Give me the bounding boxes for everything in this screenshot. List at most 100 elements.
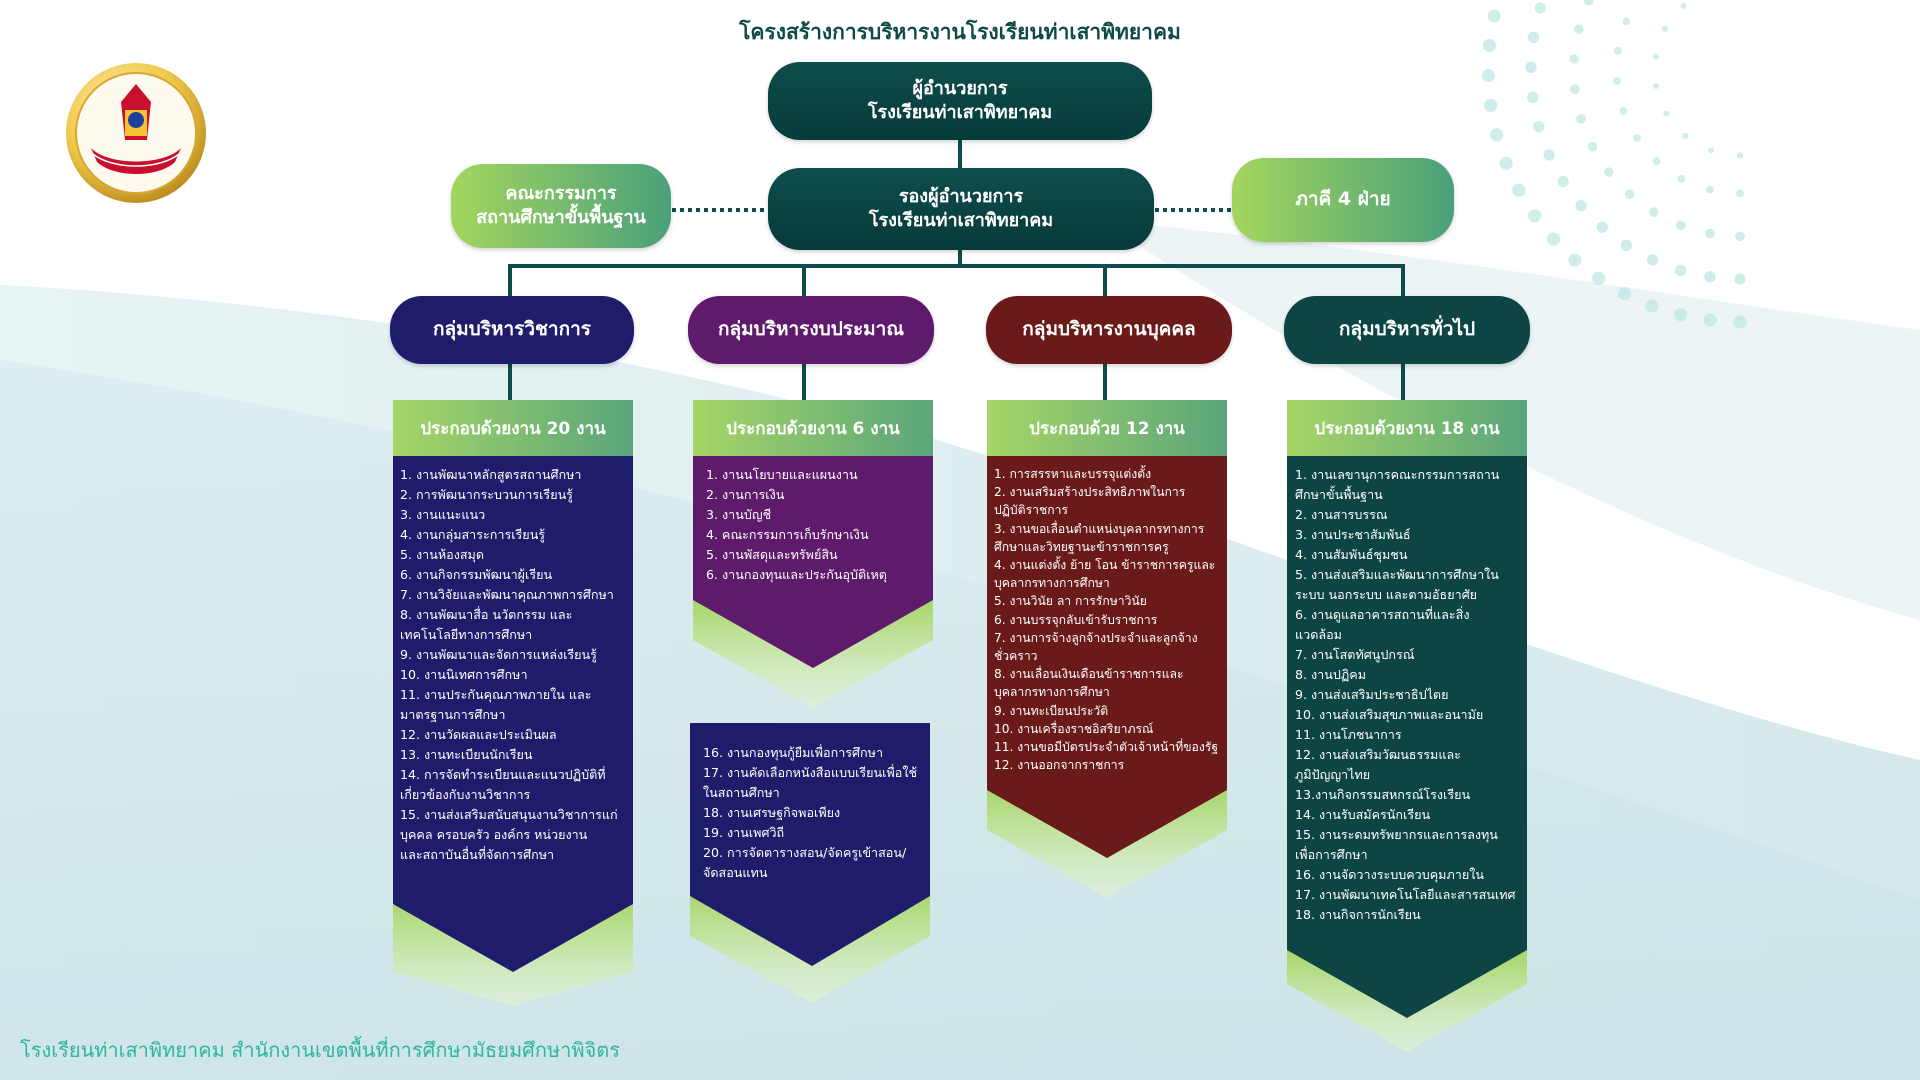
decorative-dot [1680, 2, 1687, 9]
school-emblem-icon [66, 63, 206, 203]
committee-box: คณะกรรมการ สถานศึกษาขั้นพื้นฐาน [451, 164, 671, 248]
task-item: 14. งานรับสมัครนักเรียน [1295, 807, 1431, 822]
task-item: 5. งานพัสดุและทรัพย์สิน [706, 547, 838, 562]
decorative-dot [1570, 84, 1580, 94]
task-item: 12. งานวัดผลและประเมินผล [400, 727, 557, 742]
task-item: 6. งานกิจกรรมพัฒนาผู้เรียน [400, 567, 553, 582]
decorative-dot [1557, 175, 1569, 188]
task-item: 5. งานห้องสมุด [400, 547, 485, 562]
task-item: 10. งานเครื่องราชอิสริยาภรณ์ [994, 721, 1154, 736]
decorative-dot [1652, 157, 1661, 166]
task-item: ชั่วคราว [994, 649, 1038, 664]
task-item: 3. งานบัญชี [706, 507, 772, 522]
decorative-dot [1596, 221, 1608, 233]
task-item: 1. งานพัฒนาหลักสูตรสถานศึกษา [400, 467, 582, 482]
task-item: บุคลากรทางการศึกษา [994, 576, 1110, 591]
decorative-dot [1484, 98, 1498, 112]
decorative-dot [1568, 253, 1582, 267]
task-item: 3. งานประชาสัมพันธ์ [1295, 527, 1411, 542]
decorative-dot [1646, 254, 1659, 266]
task-item: 12. งานออกจากราชการ [994, 758, 1125, 773]
task-item: ภูมิปัญญาไทย [1295, 767, 1371, 782]
director-box: ผู้อำนวยการ โรงเรียนท่าเสาพิทยาคม [768, 62, 1152, 140]
task-item: 7. งานโสตทัศนูปกรณ์ [1295, 647, 1415, 662]
budget-heading: ประกอบด้วยงาน 6 งาน [726, 418, 900, 439]
committee-title: คณะกรรมการ [505, 182, 617, 204]
group-budget-label: กลุ่มบริหารงบประมาณ [718, 318, 904, 341]
task-item: และสถาบันอื่นที่จัดการศึกษา [400, 847, 555, 862]
task-item: 8. งานปฏิคม [1295, 667, 1367, 682]
decorative-dot [1574, 24, 1584, 34]
task-item: 2. งานการเงิน [706, 487, 785, 502]
task-item: 20. การจัดตารางสอน/จัดครูเข้าสอน/ [703, 845, 907, 860]
group-general-pill: กลุ่มบริหารทั่วไป [1284, 296, 1530, 364]
task-item: 10. งานนิเทศการศึกษา [400, 667, 528, 682]
task-item: 9. งานพัฒนาและจัดการแหล่งเรียนรู้ [400, 647, 597, 662]
task-item: 9. งานทะเบียนประวัติ [994, 703, 1109, 718]
decorative-dot [1735, 231, 1745, 242]
decorative-dot [1633, 134, 1641, 142]
task-item: 9. งานส่งเสริมประชาธิปไตย [1295, 687, 1449, 702]
task-item: 4. คณะกรรมการเก็บรักษาเงิน [706, 527, 869, 542]
decorative-dot [1703, 313, 1717, 327]
decorative-dot [1512, 183, 1526, 197]
task-item: เพื่อการศึกษา [1295, 847, 1368, 862]
task-item: 15. งานส่งเสริมสนับสนุนงานวิชาการแก่ [400, 807, 618, 822]
task-item: 16. งานจัดวางระบบควบคุมภายใน [1295, 867, 1484, 882]
deputy-director-box: รองผู้อำนวยการ โรงเรียนท่าเสาพิทยาคม [768, 168, 1154, 250]
decorative-dot [1543, 149, 1555, 161]
decorative-dot [1499, 156, 1513, 170]
task-item: 11. งานโภชนาการ [1295, 727, 1402, 742]
decorative-dot [1528, 209, 1542, 223]
decorative-dot [1487, 9, 1501, 23]
task-item: 2. งานเสริมสร้างประสิทธิภาพในการ [994, 485, 1186, 500]
general-task-list: 1. งานเลขานุการคณะกรรมการสถานศึกษาขั้นพื… [1295, 465, 1527, 925]
task-item: 4. งานสัมพันธ์ชุมชน [1295, 547, 1408, 562]
task-item: 14. การจัดทำระเบียนและแนวปฏิบัติที่ [400, 767, 606, 782]
partners-label: ภาคี 4 ฝ่าย [1295, 188, 1391, 211]
decorative-dot [1482, 38, 1496, 53]
task-item: 15. งานระดมทรัพยากรและการลงทุน [1295, 827, 1498, 842]
task-item: 3. งานขอเลื่อนตำแหน่งบุคลากรทางการ [994, 521, 1205, 536]
task-item: 19. งานเพศวิถี [703, 825, 785, 840]
task-item: เกี่ยวข้องกับงานวิชาการ [400, 787, 531, 802]
decorative-dot [1624, 189, 1635, 199]
academic-heading: ประกอบด้วยงาน 20 งาน [420, 418, 606, 439]
decorative-dot [1622, 17, 1631, 26]
task-item: 8. งานพัฒนาสื่อ นวัตกรรม และ [400, 607, 573, 622]
task-item: 13. งานทะเบียนนักเรียน [400, 747, 533, 762]
task-item: 4. งานกลุ่มสาระการเรียนรู้ [400, 527, 546, 542]
task-item: 3. งานแนะแนว [400, 507, 486, 522]
task-item: จัดสอนแทน [703, 865, 768, 880]
task-item: 18. งานกิจการนักเรียน [1295, 907, 1421, 922]
decorative-dot [1592, 271, 1606, 285]
decorative-dot [1619, 106, 1628, 115]
decorative-dot [1613, 77, 1621, 85]
decorative-dot [1576, 114, 1586, 124]
task-item: 17. งานพัฒนาเทคโนโลยีและสารสนเทศ [1295, 887, 1516, 902]
decorative-dot [1533, 121, 1545, 133]
general-heading: ประกอบด้วยงาน 18 งาน [1314, 418, 1500, 439]
decorative-dot [1705, 185, 1714, 194]
deputy-school: โรงเรียนท่าเสาพิทยาคม [868, 210, 1054, 231]
deputy-title: รองผู้อำนวยการ [898, 185, 1024, 207]
task-item: ระบบ นอกระบบ และตามอัธยาศัย [1295, 587, 1478, 602]
task-item: 7. งานการจ้างลูกจ้างประจำและลูกจ้าง [994, 630, 1198, 645]
decorative-dot [1736, 189, 1744, 198]
task-item: 4. งานแต่งตั้ง ย้าย โอน ข้าราชการครูและ [994, 558, 1216, 573]
decorative-dot [1704, 271, 1716, 283]
decorative-dot [1645, 299, 1659, 313]
decorative-dot [1620, 239, 1632, 251]
task-item: มาตรฐานการศึกษา [400, 707, 506, 722]
task-item: 11. งานประกันคุณภาพภายใน และ [400, 687, 592, 702]
group-academic-pill: กลุ่มบริหารวิชาการ [390, 296, 634, 364]
task-item: 2. งานสารบรรณ [1295, 507, 1388, 522]
decorative-dot [1490, 128, 1504, 142]
task-item: 5. งานส่งเสริมและพัฒนาการศึกษาใน [1295, 567, 1499, 582]
decorative-dot [1604, 167, 1614, 177]
decorative-dot [1481, 68, 1495, 83]
